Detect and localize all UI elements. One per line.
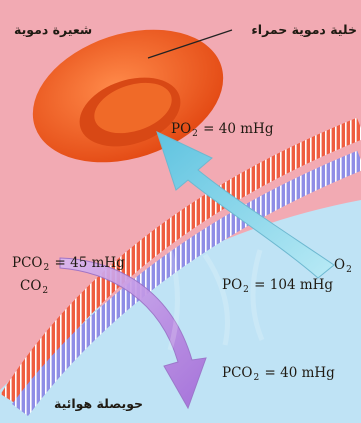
pco2-alveolus-label: PCO2 = 40 mHg [222, 365, 335, 383]
co2-label: CO2 [20, 278, 49, 296]
red-blood-cell-label: خلية دموية حمراء [251, 22, 357, 38]
pco2-blood-label: PCO2 = 45 mHg [12, 255, 125, 273]
po2-alveolus-label: PO2 = 104 mHg [222, 277, 333, 295]
po2-blood-label: PO2 = 40 mHg [171, 121, 273, 139]
alveolus-label: حويصلة هوائية [54, 396, 143, 412]
o2-label: O2 [334, 257, 353, 275]
capillary-label: شعيرة دموية [14, 22, 92, 38]
